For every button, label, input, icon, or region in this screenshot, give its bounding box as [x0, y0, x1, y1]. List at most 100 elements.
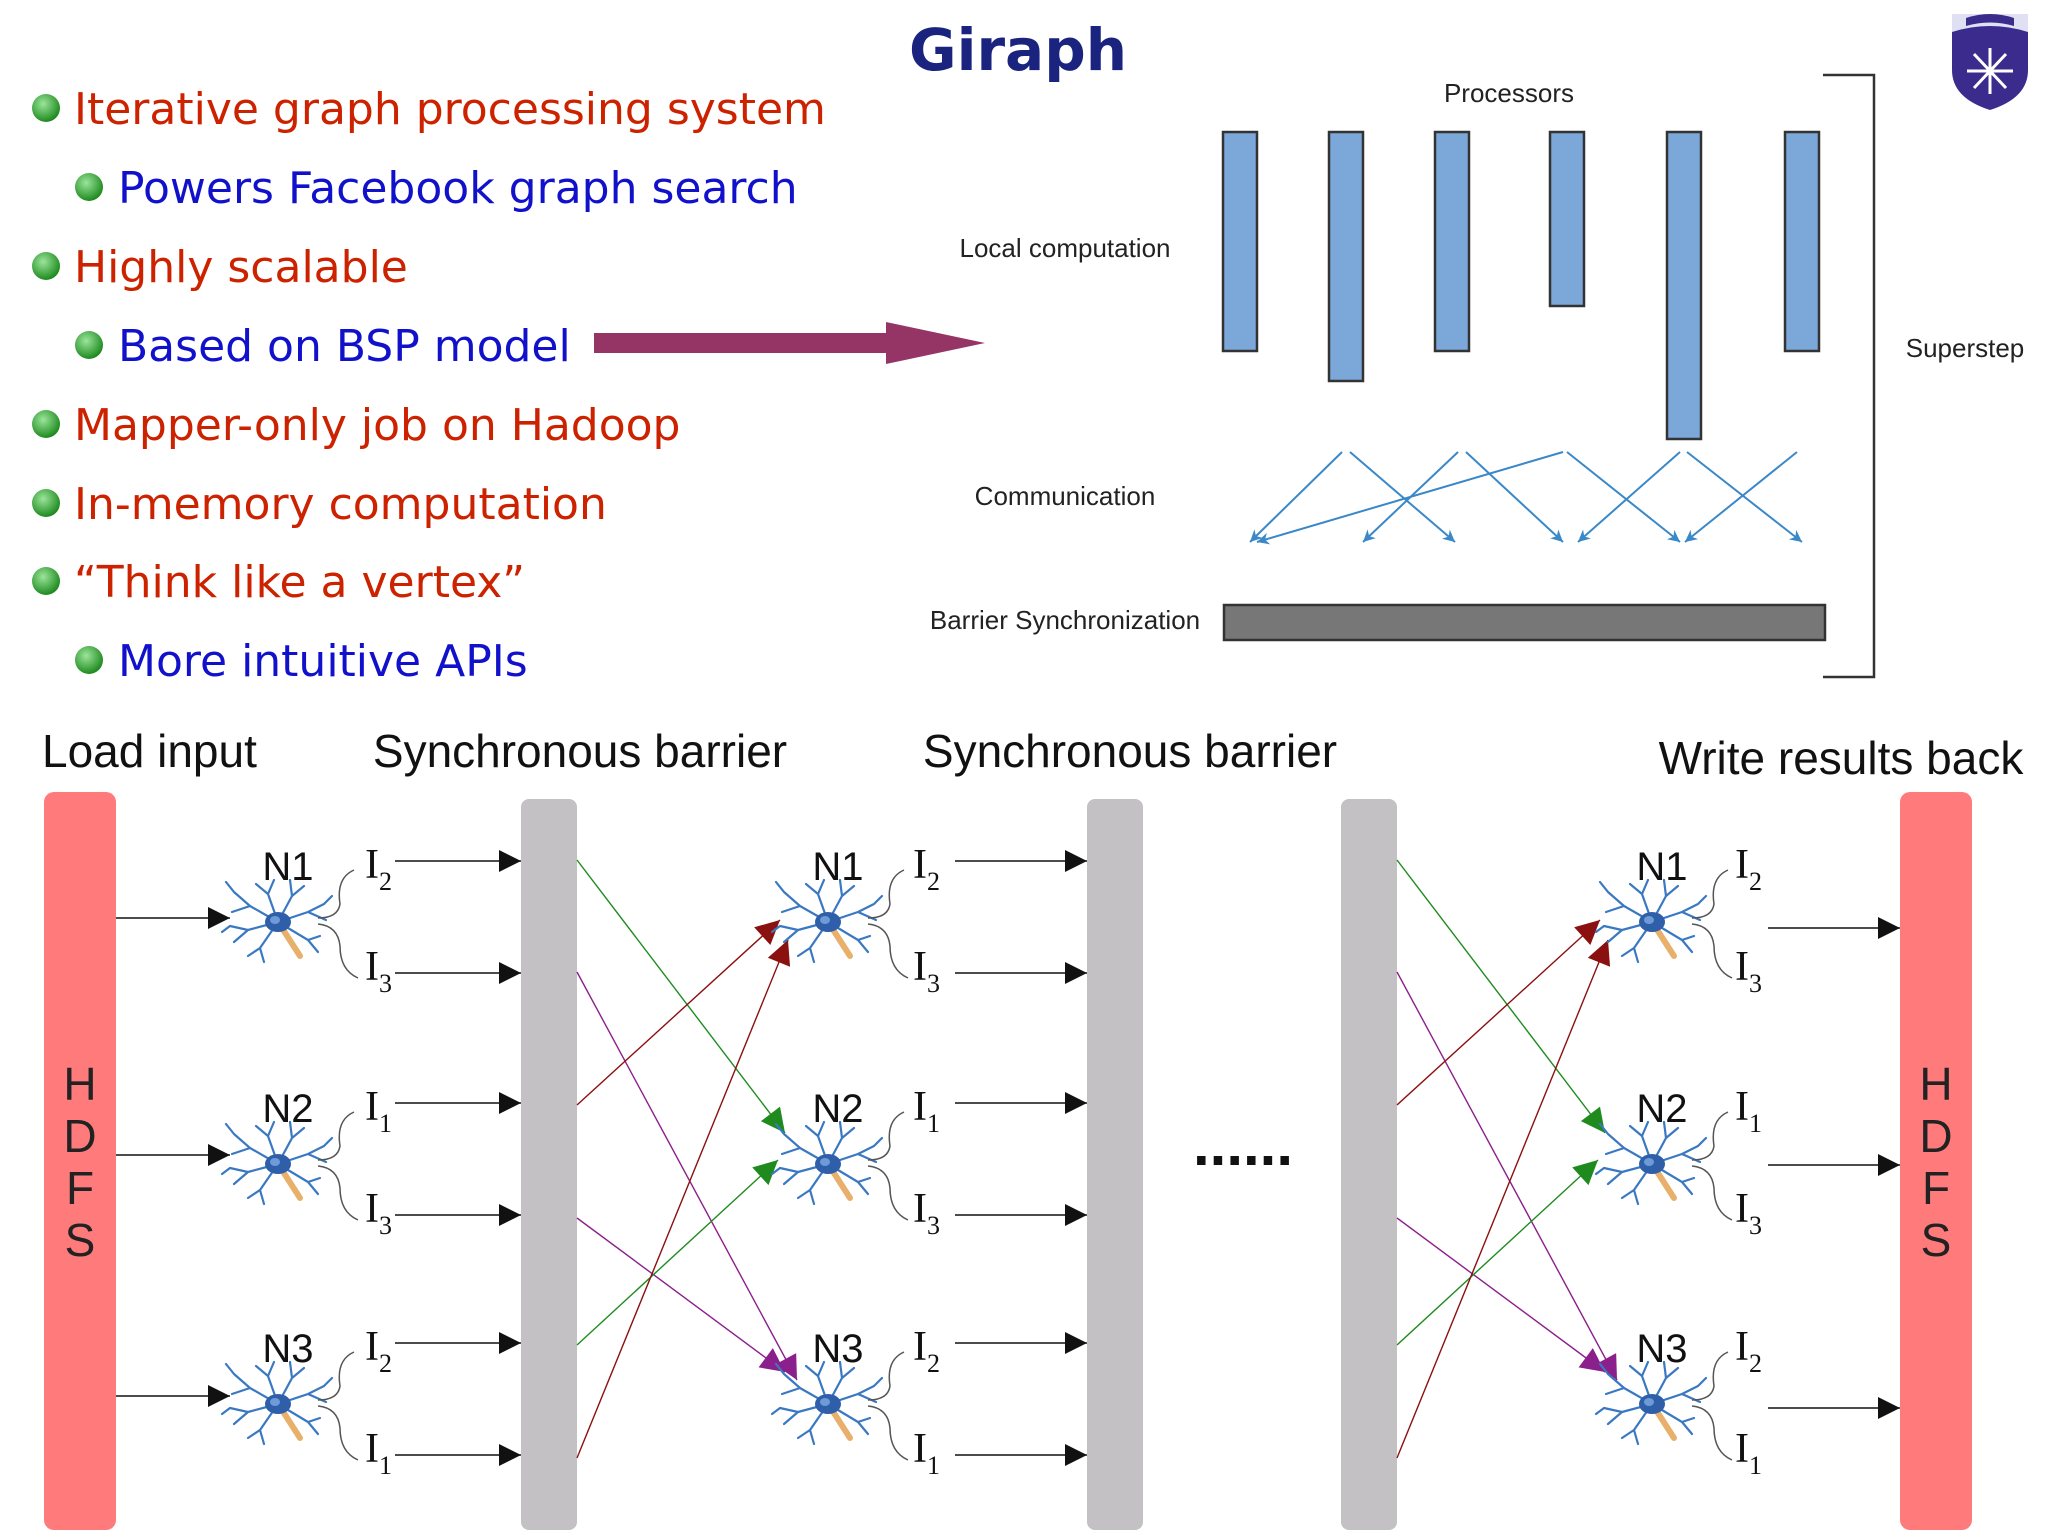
- input-subscript: 2: [927, 867, 940, 896]
- edge-to-n3: [576, 1217, 786, 1373]
- input-subscript: 1: [379, 1451, 392, 1480]
- input-brace: [1691, 1351, 1729, 1401]
- input-base: I: [365, 842, 379, 888]
- write-results-label: Write results back: [1659, 732, 2025, 784]
- bullet-dot-icon: [75, 646, 103, 674]
- vertex-label: N2: [262, 1087, 313, 1131]
- sync-barrier-label-2: Synchronous barrier: [923, 725, 1337, 777]
- hdfs-right-bar: [1900, 792, 1972, 1530]
- input-subscript: 1: [927, 1451, 940, 1480]
- input-subscript: 1: [379, 1109, 392, 1138]
- input-brace: [867, 923, 909, 979]
- neuron-icon: [222, 1122, 332, 1204]
- input-brace: [867, 869, 905, 919]
- bullet-text: Iterative graph processing system: [74, 84, 826, 135]
- input-brace: [867, 1351, 905, 1401]
- input-brace: [867, 1405, 909, 1461]
- input-subscript: 3: [1749, 1211, 1762, 1240]
- bullet-dot-icon: [32, 252, 60, 280]
- neuron-icon: [1596, 1362, 1706, 1444]
- neuron-icon: [1596, 880, 1706, 962]
- input-subscript: 1: [1749, 1451, 1762, 1480]
- input-label: I1: [365, 1426, 392, 1480]
- input-label: I3: [1735, 944, 1762, 998]
- input-subscript: 3: [927, 1211, 940, 1240]
- comm-arrow: [1465, 451, 1564, 543]
- input-label: I2: [913, 842, 940, 896]
- edge-to-n2: [576, 1159, 779, 1346]
- comm-arrow: [1256, 451, 1564, 545]
- barrier-sync-label: Barrier Synchronization: [930, 605, 1200, 635]
- load-input-label: Load input: [42, 725, 257, 777]
- input-label: I1: [913, 1426, 940, 1480]
- comm-arrow: [1249, 451, 1343, 543]
- neuron-icon: [1596, 1122, 1706, 1204]
- input-subscript: 3: [379, 969, 392, 998]
- bullet-list: Iterative graph processing system Powers…: [32, 84, 826, 687]
- input-label: I3: [365, 944, 392, 998]
- input-label: I2: [365, 842, 392, 896]
- input-brace: [867, 1165, 909, 1221]
- processor-bar: [1548, 130, 1586, 308]
- bullet-text: Highly scalable: [74, 242, 408, 293]
- barrier-bar: [1222, 603, 1827, 642]
- neuron-icon: [772, 880, 882, 962]
- input-subscript: 3: [927, 969, 940, 998]
- processor-bar: [1783, 130, 1821, 353]
- input-subscript: 2: [927, 1349, 940, 1378]
- input-base: I: [1735, 1084, 1749, 1130]
- input-label: I3: [913, 1186, 940, 1240]
- input-base: I: [1735, 1426, 1749, 1472]
- input-base: I: [913, 1186, 927, 1232]
- input-label: I1: [913, 1084, 940, 1138]
- vertex-label: N1: [262, 845, 313, 889]
- bsp-model-figure: Processors Local computation Communicati…: [930, 73, 2025, 679]
- bullet-dot-icon: [32, 489, 60, 517]
- input-base: I: [365, 944, 379, 990]
- superstep-bracket: [1823, 73, 1876, 679]
- bullet-text: Powers Facebook graph search: [118, 163, 798, 214]
- bullet-item: Iterative graph processing system: [32, 84, 826, 135]
- edge-to-n3: [1396, 1217, 1606, 1373]
- bullet-item: Based on BSP model: [75, 321, 571, 372]
- comm-arrow: [1686, 451, 1803, 543]
- input-label: I2: [1735, 842, 1762, 896]
- vertex-label: N2: [812, 1087, 863, 1131]
- vertex-label: N1: [812, 845, 863, 889]
- input-label: I2: [1735, 1324, 1762, 1378]
- comm-arrow: [1349, 451, 1456, 543]
- input-brace: [317, 869, 355, 919]
- input-label: I3: [913, 944, 940, 998]
- edge-to-n3: [1396, 971, 1618, 1381]
- input-label: I3: [1735, 1186, 1762, 1240]
- input-brace: [1691, 1111, 1729, 1161]
- sync-barrier-bar: [1341, 799, 1397, 1530]
- input-base: I: [1735, 1186, 1749, 1232]
- processor-bar: [1433, 130, 1471, 353]
- input-base: I: [1735, 842, 1749, 888]
- processor-bar: [1665, 130, 1703, 441]
- sync-barrier-bar: [1087, 799, 1143, 1530]
- bullet-dot-icon: [75, 173, 103, 201]
- input-subscript: 3: [1749, 969, 1762, 998]
- input-label: I2: [913, 1324, 940, 1378]
- vertex-label: N3: [1636, 1327, 1687, 1371]
- input-brace: [317, 1165, 359, 1221]
- input-brace: [317, 1111, 355, 1161]
- vertex-label: N2: [1636, 1087, 1687, 1131]
- sync-barrier-bar: [521, 799, 577, 1530]
- comm-arrow: [1684, 451, 1798, 543]
- processor-bar: [1221, 130, 1259, 353]
- neuron-icon: [772, 1362, 882, 1444]
- superstep-label: Superstep: [1906, 333, 2025, 363]
- input-brace: [867, 1111, 905, 1161]
- input-subscript: 2: [1749, 1349, 1762, 1378]
